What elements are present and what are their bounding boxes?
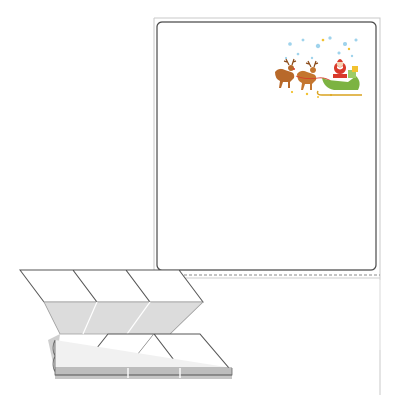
label-sheet — [156, 21, 377, 271]
top-label-row — [19, 269, 204, 303]
santa-sleigh-artwork — [275, 36, 362, 98]
stack-edge — [52, 339, 233, 379]
reindeer-icon — [275, 58, 297, 88]
snowflake-icons — [284, 36, 358, 60]
star-icons — [290, 38, 351, 98]
label-liner — [153, 17, 381, 395]
fanfold-label-stack — [19, 269, 233, 379]
santa-icon — [333, 57, 347, 78]
sleigh-icon — [316, 76, 362, 96]
reindeer-icon — [297, 60, 319, 90]
perforation-line — [154, 274, 380, 279]
